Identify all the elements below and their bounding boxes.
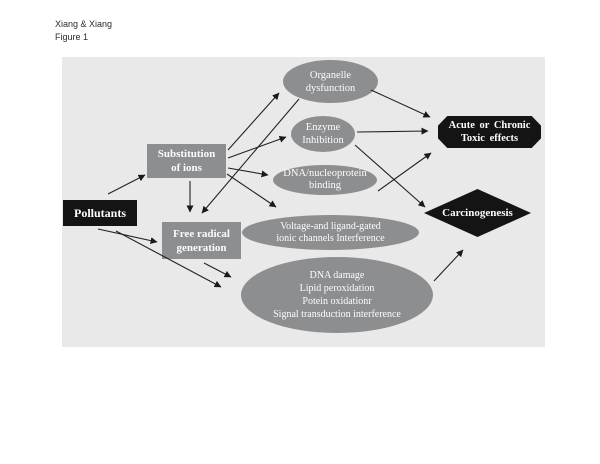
node-free-radical-generation: Free radical generation bbox=[162, 222, 241, 259]
node-label-line1: DNA damage bbox=[309, 270, 365, 281]
node-label-line2: Toxic effects bbox=[460, 133, 519, 144]
node-label-line2: ionic channels Interference bbox=[276, 232, 385, 244]
node-label-line2: of ions bbox=[171, 162, 202, 174]
node-label-line2: binding bbox=[308, 180, 342, 191]
node-acute-or-chronic-toxic-effects: Acute or Chronic Toxic effects bbox=[438, 116, 541, 148]
node-pollutants: Pollutants bbox=[63, 200, 137, 226]
figure-caption: Xiang & Xiang Figure 1 bbox=[55, 18, 112, 44]
node-label-line1: Enzyme bbox=[305, 122, 341, 133]
node-dna-nucleoprotein-binding: DNA/nucleoprotein binding bbox=[273, 165, 377, 195]
node-label-line4: Signal transduction interference bbox=[273, 309, 401, 320]
node-label-line1: Organelle bbox=[309, 69, 352, 81]
node-label: Carcinogenesis bbox=[442, 207, 513, 219]
node-label-line2: generation bbox=[176, 241, 227, 254]
node-label: Pollutants bbox=[73, 205, 126, 220]
node-label-line1: Free radical bbox=[173, 227, 230, 240]
node-label-line1: Substitution bbox=[157, 148, 216, 160]
node-label-line2: Lipid peroxidation bbox=[299, 283, 375, 294]
node-label-line1: Acute or Chronic bbox=[448, 120, 531, 131]
node-enzyme-inhibition: Enzyme Inhibition bbox=[291, 116, 355, 152]
node-label-line1: Voltage-and ligand-gated bbox=[280, 220, 381, 232]
node-label-line1: DNA/nucleoprotein bbox=[283, 168, 367, 179]
node-organelle-dysfunction: Organelle dysfunction bbox=[283, 60, 378, 103]
author-line: Xiang & Xiang bbox=[55, 19, 113, 29]
node-label-line2: Inhibition bbox=[302, 135, 344, 146]
node-label-line3: Potein oxidationr bbox=[302, 296, 372, 307]
node-label-line2: dysfunction bbox=[305, 82, 356, 94]
figure-number: Figure 1 bbox=[55, 32, 89, 42]
node-ionic-channels-interference: Voltage-and ligand-gated ionic channels … bbox=[242, 215, 419, 250]
node-substitution-of-ions: Substitution of ions bbox=[147, 144, 226, 178]
node-cellular-damage-effects: DNA damage Lipid peroxidation Potein oxi… bbox=[241, 257, 433, 333]
